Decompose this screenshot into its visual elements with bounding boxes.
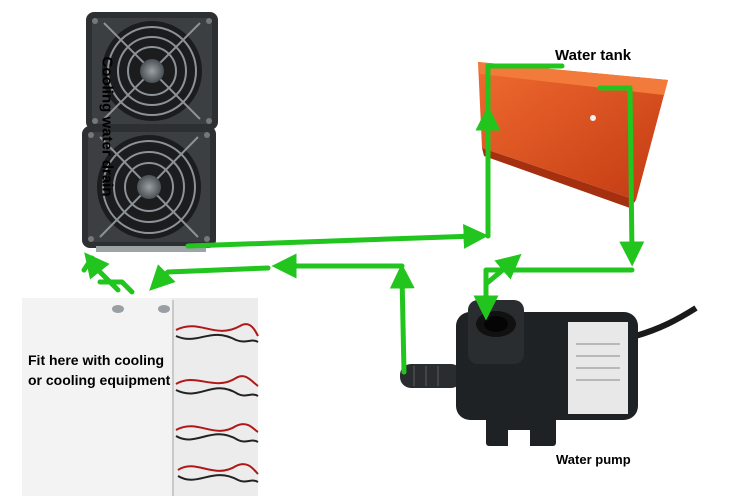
water-pump-label: Water pump — [556, 452, 631, 467]
wires — [175, 323, 259, 483]
lower-fan — [82, 126, 216, 248]
upper-fan — [86, 12, 218, 130]
flow-arrow-icon — [185, 223, 489, 249]
water-pump-icon — [400, 300, 698, 446]
flow-arrow-icon — [473, 267, 635, 321]
flow-arrow-icon — [81, 255, 95, 273]
flow-arrow-icon — [389, 263, 415, 375]
flow-arrow-icon — [149, 264, 271, 291]
flow-arrow-icon — [483, 253, 522, 287]
fit-label-line2: or cooling equipment — [28, 372, 171, 388]
flow-arrow-icon — [597, 85, 645, 267]
cooling-water-drain-label: Cooling water drain — [98, 56, 116, 197]
water-tank-label: Water tank — [555, 47, 632, 64]
flow-arrow-icon — [485, 63, 565, 239]
water-tank-icon — [478, 62, 668, 208]
fan-icon — [82, 12, 218, 252]
flow-arrow-icon — [97, 279, 135, 295]
cooling-plate-icon — [22, 298, 258, 496]
flow-arrows — [81, 63, 645, 375]
flow-arrow-icon — [84, 252, 121, 293]
fit-label-line1: Fit here with cooling — [28, 352, 165, 368]
